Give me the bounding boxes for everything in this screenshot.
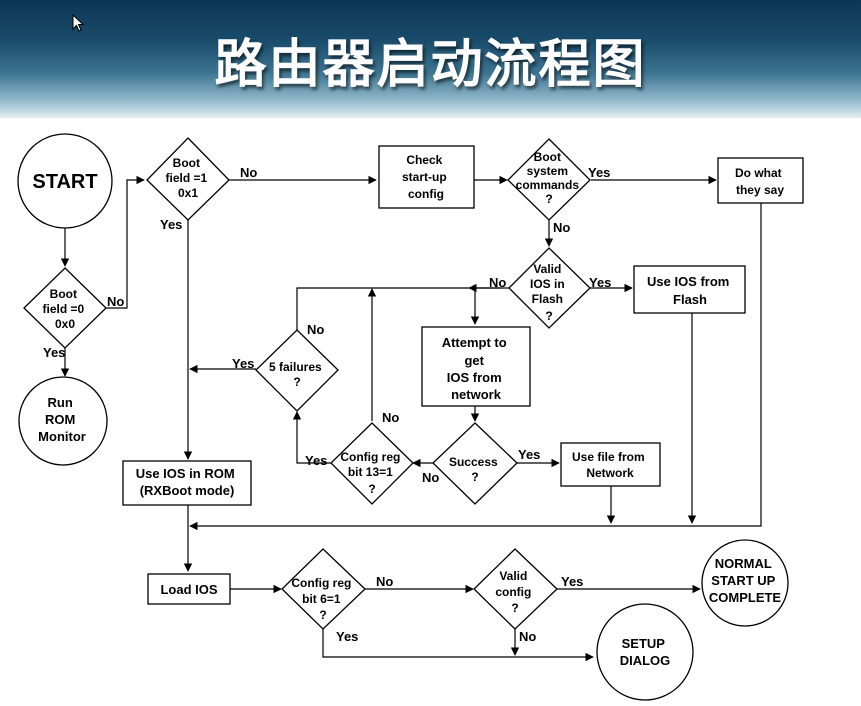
- decision-valid-ios-in-flash: [508, 247, 591, 329]
- edge-configreg6-yes: [322, 628, 594, 662]
- decision-boot-field-0-label: Boot field =0 0x0: [42, 287, 87, 331]
- edge-configreg13-yes: [292, 411, 331, 464]
- process-use-file-from-network: [560, 442, 661, 487]
- process-load-ios: [147, 573, 231, 605]
- connectors: [60, 175, 762, 662]
- process-attempt-ios-from-network: [421, 326, 531, 407]
- edge-validios-no: [296, 287, 509, 330]
- process-load-ios-label: Load IOS: [160, 582, 217, 597]
- process-use-file-from-network-label: Use file from Network: [572, 450, 648, 480]
- process-use-ios-from-flash-label: Use IOS from Flash: [647, 274, 733, 307]
- process-check-startup-config: [378, 145, 475, 209]
- label-success-no: No: [422, 470, 439, 485]
- label-bootfield1-no: No: [240, 165, 257, 180]
- decision-valid-config-label: Valid config ?: [495, 569, 534, 615]
- decision-boot-field-1: [146, 137, 230, 221]
- process-use-ios-in-rom-label: Use IOS in ROM (RXBoot mode): [136, 466, 239, 498]
- decision-config-reg-bit-6: [281, 548, 366, 630]
- process-use-ios-from-flash: [633, 265, 746, 314]
- label-configreg13-no: No: [382, 410, 399, 425]
- label-fivefailures-no: No: [307, 322, 324, 337]
- label-bootsystem-yes: Yes: [588, 165, 610, 180]
- decision-valid-config: [473, 548, 558, 630]
- page-title: 路由器启动流程图: [214, 35, 647, 95]
- edge-bootfield0-no: [106, 175, 145, 309]
- label-bootsystem-no: No: [553, 220, 570, 235]
- decision-boot-field-0: [23, 267, 107, 349]
- decision-valid-ios-in-flash-label: Valid IOS in Flash ?: [530, 262, 568, 323]
- process-do-what-they-say: [717, 157, 804, 204]
- label-validios-no: No: [489, 275, 506, 290]
- process-attempt-ios-from-network-label: Attempt to get IOS from network: [442, 335, 511, 402]
- start-label: START: [32, 171, 97, 193]
- decision-config-reg-bit-6-label: Config reg bit 6=1 ?: [291, 576, 354, 622]
- label-bootfield1-yes: Yes: [160, 217, 182, 232]
- title-banner: 路由器启动流程图: [0, 0, 861, 118]
- terminal-normal-startup-complete: [701, 539, 789, 627]
- terminal-setup-dialog-label: SETUP DIALOG: [620, 636, 671, 668]
- decision-boot-system: [507, 138, 591, 221]
- edge-labels: No Yes No Yes Yes No No Yes No Yes No Ye…: [43, 165, 611, 644]
- label-success-yes: Yes: [518, 447, 540, 462]
- decision-success-label: Success ?: [449, 455, 501, 484]
- label-fivefailures-yes: Yes: [232, 356, 254, 371]
- decision-five-failures: [255, 329, 339, 412]
- mouse-cursor-icon: [72, 14, 85, 32]
- terminal-setup-dialog: [596, 603, 694, 701]
- terminal-run-rom-monitor-label: Run ROM Monitor: [38, 395, 86, 444]
- terminal-normal-startup-complete-label: NORMAL START UP COMPLETE: [709, 556, 782, 605]
- label-bootfield0-no: No: [107, 294, 124, 309]
- label-bootfield0-yes: Yes: [43, 345, 65, 360]
- decision-config-reg-bit-13: [330, 422, 414, 505]
- label-validconfig-no: No: [519, 629, 536, 644]
- decision-boot-field-1-label: Boot field =1 0x1: [165, 156, 210, 200]
- process-use-ios-in-rom: [122, 460, 252, 506]
- label-configreg13-yes: Yes: [305, 453, 327, 468]
- label-validconfig-yes: Yes: [561, 574, 583, 589]
- label-validios-yes: Yes: [589, 275, 611, 290]
- decision-five-failures-label: 5 failures ?: [269, 360, 325, 389]
- start-node: [17, 133, 113, 229]
- decision-success: [432, 422, 518, 505]
- decision-boot-system-label: Boot system commands ?: [516, 150, 583, 206]
- decision-config-reg-bit-13-label: Config reg bit 13=1 ?: [340, 450, 403, 496]
- process-do-what-they-say-label: Do what they say: [735, 166, 785, 197]
- process-check-startup-config-label: Check start-up config: [402, 153, 450, 201]
- edge-dowhat-down: [189, 203, 762, 531]
- terminal-run-rom-monitor: [18, 376, 108, 466]
- label-configreg6-no: No: [376, 574, 393, 589]
- label-configreg6-yes: Yes: [336, 629, 358, 644]
